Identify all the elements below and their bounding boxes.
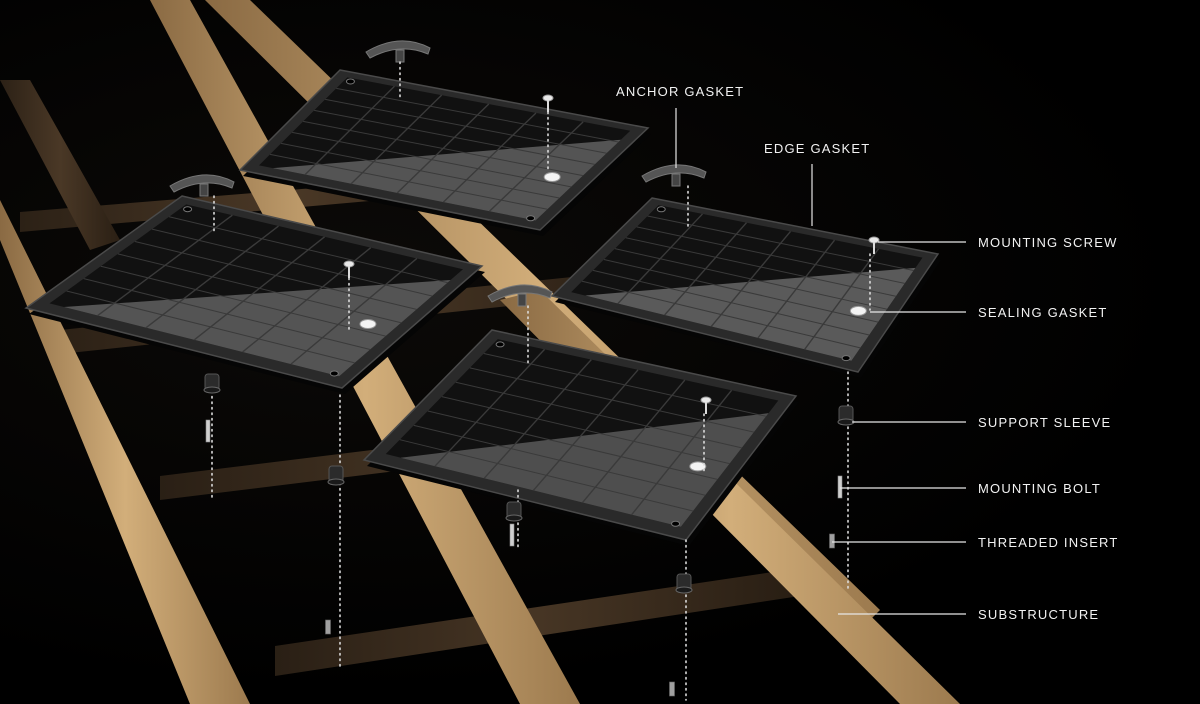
panel-glare (585, 267, 916, 361)
threaded-insert (829, 533, 835, 549)
sleeve-base (837, 418, 855, 426)
mounting-hole (841, 355, 851, 362)
anchor-gasket-stem (671, 173, 681, 187)
panel-glare (400, 413, 769, 527)
callout-threaded-insert: THREADED INSERT (978, 535, 1119, 550)
rafter (0, 80, 120, 250)
support-sleeve (327, 465, 345, 486)
mounting-hole (345, 78, 355, 85)
cell-column-line (304, 85, 395, 176)
mounting-hole (656, 206, 666, 213)
cell-column-line (145, 225, 279, 329)
cell-column-line (396, 103, 490, 194)
callout-sealing-gasket: SEALING GASKET (978, 305, 1108, 320)
anchor-gasket (487, 284, 553, 303)
support-sleeve (203, 373, 221, 394)
sleeve-base (203, 386, 221, 394)
cell-column-line (757, 239, 836, 339)
anchor-gasket (169, 174, 235, 193)
solar-panel (238, 69, 651, 236)
support-sleeve (837, 405, 855, 426)
cross-batten (275, 568, 800, 676)
cell-column-line (193, 236, 326, 341)
callout-edge-gasket: EDGE GASKET (764, 141, 871, 156)
callout-substructure: SUBSTRUCTURE (978, 607, 1100, 622)
panel-glare (63, 279, 451, 377)
sealing-gasket (689, 461, 707, 472)
mounting-hole (329, 370, 339, 377)
anchor-gasket (641, 164, 707, 183)
callout-support-sleeve: SUPPORT SLEEVE (978, 415, 1112, 430)
anchor-gasket-stem (517, 293, 527, 307)
panels-group (24, 69, 941, 546)
support-sleeve (675, 573, 693, 594)
cell-column-line (631, 389, 733, 516)
mounting-hole (495, 341, 505, 348)
cell-column-line (350, 94, 443, 185)
cell-column-line (442, 112, 537, 203)
sealing-gasket (543, 172, 561, 183)
callout-mounting-screw: MOUNTING SCREW (978, 235, 1118, 250)
sealing-gasket (359, 319, 377, 330)
panel-glare (272, 139, 621, 221)
cell-column-line (488, 121, 584, 212)
cell-column-line (804, 248, 880, 350)
anchor-gasket (365, 40, 431, 59)
cell-column-line (290, 257, 418, 365)
cell-column-line (532, 369, 639, 491)
mounting-hole (671, 520, 681, 527)
mounting-hole (183, 206, 193, 213)
solar-panel (550, 197, 941, 378)
sealing-gasket (849, 305, 867, 316)
mounting-hole (526, 215, 536, 222)
mounting-bolt (837, 475, 843, 499)
cell-column-line (434, 348, 546, 467)
cell-column-line (664, 222, 748, 316)
mounting-bolt (509, 523, 515, 547)
support-sleeve (505, 501, 523, 522)
sleeve-base (675, 586, 693, 594)
rafter (0, 200, 250, 704)
solar-panel (362, 329, 799, 546)
cell-column-line (617, 213, 703, 305)
cell-column-line (483, 359, 592, 479)
leader-lines (675, 108, 966, 615)
callout-mounting-bolt: MOUNTING BOLT (978, 481, 1101, 496)
mounting-bolt (205, 419, 211, 443)
solar-panel (24, 195, 485, 394)
threaded-insert (669, 681, 675, 697)
fasteners-group (169, 40, 880, 701)
anchor-gasket-stem (199, 183, 209, 197)
cell-column-line (710, 230, 792, 327)
anchor-gasket-stem (395, 49, 405, 63)
cell-column-line (97, 214, 233, 317)
threaded-insert (325, 619, 331, 635)
cell-column-line (581, 379, 686, 503)
sleeve-base (505, 514, 523, 522)
callout-anchor-gasket: ANCHOR GASKET (616, 84, 745, 99)
sleeve-base (327, 478, 345, 486)
